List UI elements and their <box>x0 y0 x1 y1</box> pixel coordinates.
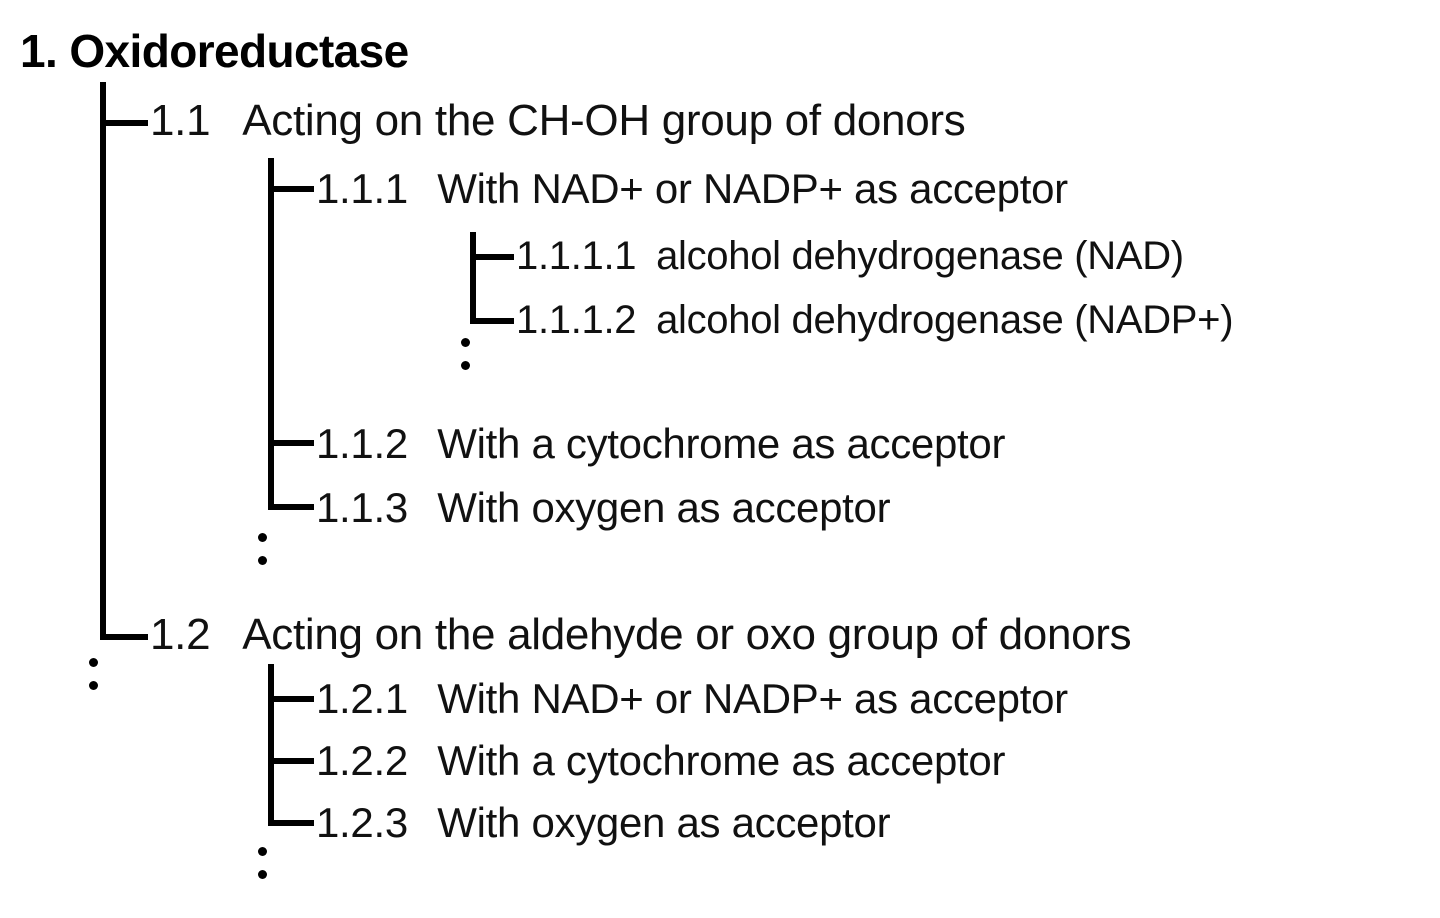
node-label: With NAD+ or NADP+ as acceptor <box>437 675 1068 722</box>
connector-to-1-1-2 <box>268 440 314 446</box>
node-label: With oxygen as acceptor <box>437 799 891 846</box>
tree-node-1-2-1: 1.2.1 With NAD+ or NADP+ as acceptor <box>316 675 1068 723</box>
root-label: Oxidoreductase <box>69 25 409 77</box>
node-label: With oxygen as acceptor <box>437 484 891 531</box>
node-label: With a cytochrome as acceptor <box>437 420 1006 467</box>
node-code: 1.1.2 <box>316 420 408 467</box>
node-label: With NAD+ or NADP+ as acceptor <box>437 165 1068 212</box>
trunk-1-2 <box>268 664 274 826</box>
tree-node-1-1-1-2: 1.1.1.2 alcohol dehydrogenase (NADP+) <box>516 298 1234 343</box>
tree-node-1-1-2: 1.1.2 With a cytochrome as acceptor <box>316 420 1005 468</box>
node-code: 1.1.1.1 <box>516 234 637 278</box>
node-code: 1.1.1.2 <box>516 298 637 342</box>
ellipsis-under-1-2-x <box>258 847 267 893</box>
tree-node-1-2: 1.2 Acting on the aldehyde or oxo group … <box>150 610 1132 660</box>
node-code: 1.2.2 <box>316 737 408 784</box>
trunk-level1 <box>100 82 106 640</box>
node-label: alcohol dehydrogenase (NADP+) <box>656 298 1234 342</box>
ellipsis-under-1-1-1-x <box>461 338 470 384</box>
trunk-1-1-1 <box>470 232 476 324</box>
connector-to-1-1-1-2 <box>470 318 514 324</box>
tree-node-1-1-1-1: 1.1.1.1 alcohol dehydrogenase (NAD) <box>516 234 1184 279</box>
node-code: 1.1.3 <box>316 484 408 531</box>
tree-node-1-2-2: 1.2.2 With a cytochrome as acceptor <box>316 737 1005 785</box>
node-code: 1.2 <box>150 610 211 659</box>
root-code: 1. <box>20 25 58 77</box>
node-code: 1.1 <box>150 96 211 145</box>
tree-node-1-1: 1.1 Acting on the CH-OH group of donors <box>150 96 966 146</box>
node-label: Acting on the CH-OH group of donors <box>242 96 966 145</box>
connector-to-1-1 <box>100 120 148 126</box>
trunk-1-1 <box>268 158 274 510</box>
connector-to-1-2 <box>100 634 148 640</box>
ellipsis-under-1-x <box>89 658 98 704</box>
node-code: 1.1.1 <box>316 165 408 212</box>
tree-root-label: 1. Oxidoreductase <box>20 24 409 78</box>
node-code: 1.2.3 <box>316 799 408 846</box>
tree-node-1-1-3: 1.1.3 With oxygen as acceptor <box>316 484 891 532</box>
node-label: Acting on the aldehyde or oxo group of d… <box>242 610 1132 659</box>
tree-node-1-2-3: 1.2.3 With oxygen as acceptor <box>316 799 891 847</box>
connector-to-1-1-1-1 <box>470 254 514 260</box>
node-code: 1.2.1 <box>316 675 408 722</box>
connector-to-1-1-3 <box>268 504 314 510</box>
ellipsis-under-1-1-x <box>258 533 267 579</box>
tree-node-1-1-1: 1.1.1 With NAD+ or NADP+ as acceptor <box>316 165 1068 213</box>
connector-to-1-2-3 <box>268 820 314 826</box>
connector-to-1-2-1 <box>268 696 314 702</box>
node-label: With a cytochrome as acceptor <box>437 737 1006 784</box>
connector-to-1-1-1 <box>268 186 314 192</box>
node-label: alcohol dehydrogenase (NAD) <box>656 234 1184 278</box>
connector-to-1-2-2 <box>268 758 314 764</box>
